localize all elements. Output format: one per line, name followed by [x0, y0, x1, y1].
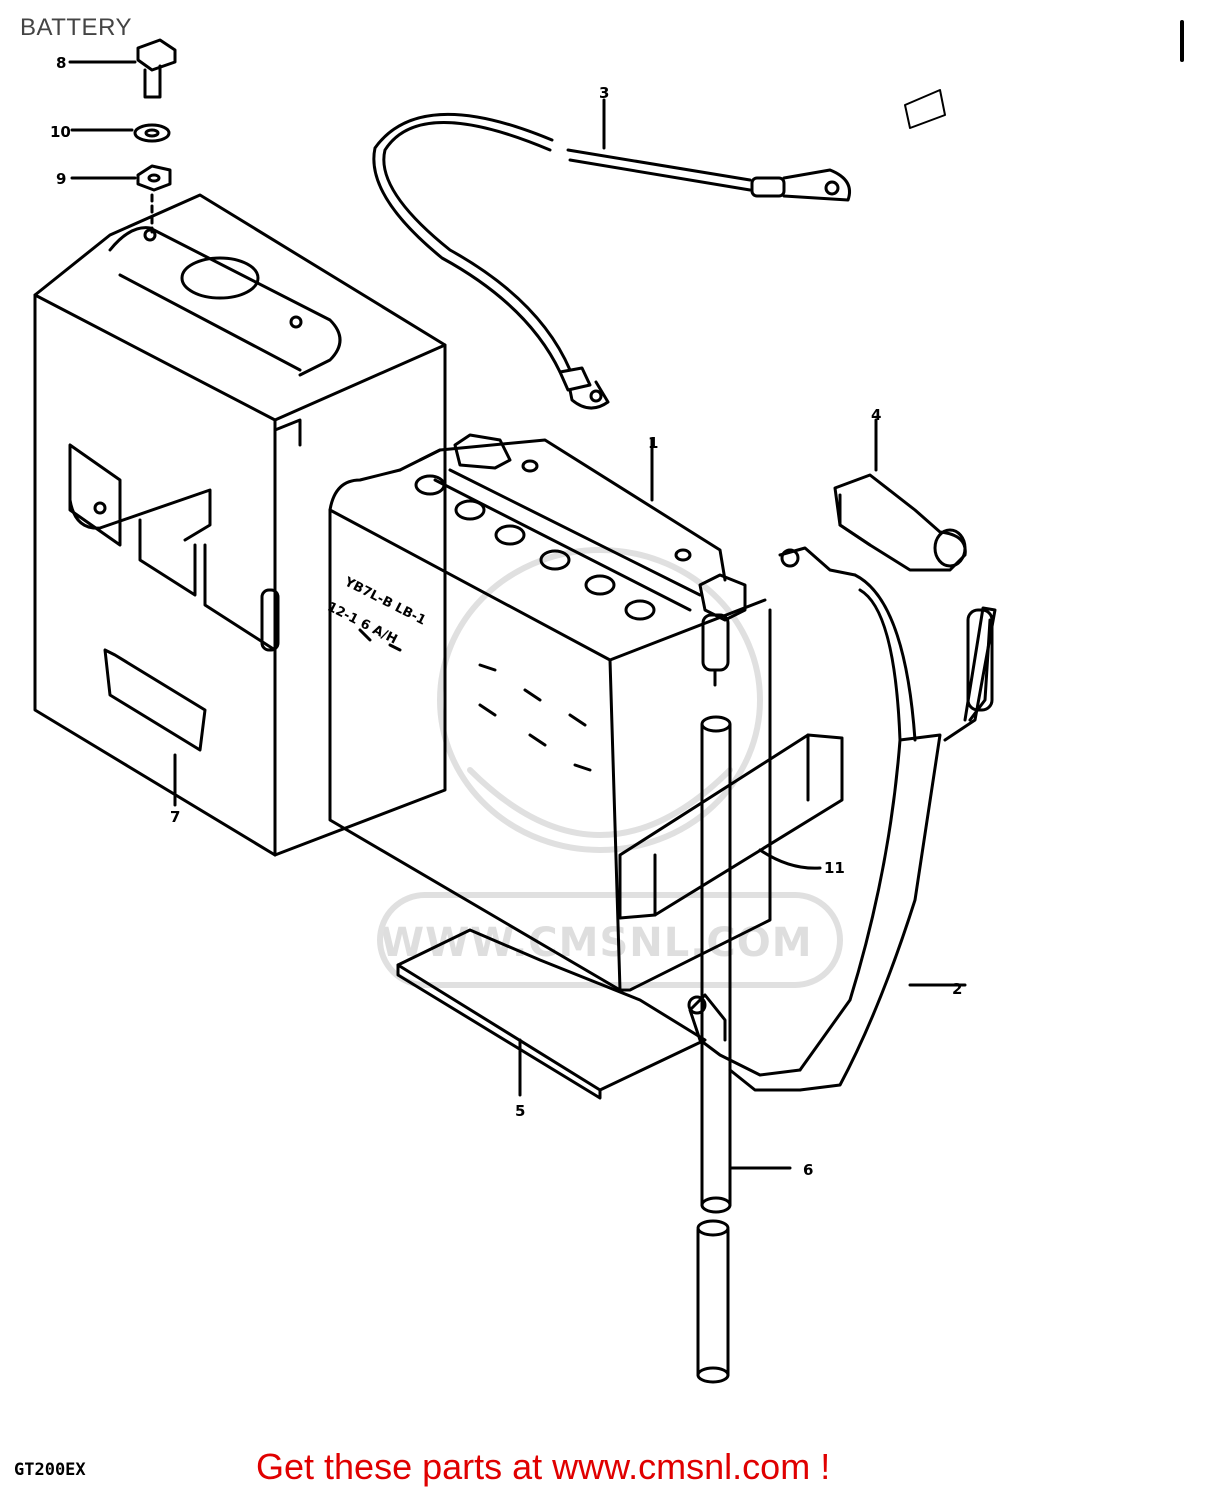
- page-title: BATTERY: [20, 14, 132, 41]
- part-label-9: 9: [56, 170, 66, 188]
- battery-cells: [414, 474, 656, 621]
- battery-markings: YB7L-B LB-1 12-1 6 A/H: [325, 574, 428, 647]
- part-label-10: 10: [50, 123, 71, 141]
- battery-outline: [328, 433, 772, 992]
- hardware-stack: [68, 38, 177, 234]
- tube-6: [696, 715, 792, 1384]
- part-label-1: 1: [648, 434, 658, 452]
- part-label-3: 3: [599, 84, 609, 102]
- cable-3: [372, 98, 851, 410]
- battery-case-outline: [33, 193, 447, 857]
- model-code: GT200EX: [14, 1460, 86, 1480]
- part-label-6: 6: [803, 1161, 813, 1179]
- part-label-5: 5: [515, 1102, 525, 1120]
- part-label-11: 11: [824, 859, 845, 877]
- part-label-7: 7: [170, 808, 180, 826]
- parts-callout-link[interactable]: Get these parts at www.cmsnl.com !: [256, 1446, 831, 1487]
- part-label-8: 8: [56, 54, 66, 72]
- cap-4: [833, 418, 967, 572]
- watermark-text: WWW.CMSNL.COM: [380, 920, 813, 966]
- part-label-2: 2: [952, 980, 962, 998]
- part-labels: 8 10 9 3 1 4 7 11 2 5 6: [50, 54, 962, 1179]
- band-11: [618, 733, 844, 920]
- pad-5: [396, 928, 707, 1100]
- part-label-4: 4: [871, 406, 881, 424]
- cable-2: [687, 546, 997, 1092]
